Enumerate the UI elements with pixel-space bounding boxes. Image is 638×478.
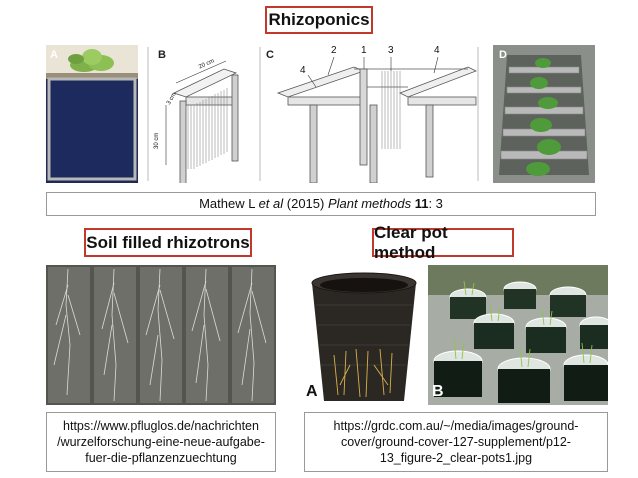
- citation-page: : 3: [428, 196, 443, 211]
- part-number-2: 2: [331, 45, 337, 56]
- citation-text: Mathew L et al (2015) Plant methods 11: …: [199, 196, 443, 212]
- diagram-b-art: [147, 47, 239, 183]
- citation-box: Mathew L et al (2015) Plant methods 11: …: [46, 192, 596, 216]
- title-box: Rhizoponics: [265, 6, 373, 34]
- soil-source-line-2: /wurzelforschung-eine-neue-aufgabe-: [57, 435, 265, 449]
- rhizoponics-photo-a-art: [46, 45, 138, 181]
- clear-pot-source-box: https://grdc.com.au/~/media/images/groun…: [304, 412, 608, 472]
- panel-label-c: C: [266, 49, 274, 61]
- citation-volume: 11: [411, 196, 429, 211]
- part-number-4-left: 4: [300, 65, 306, 76]
- panel-label-d: D: [499, 49, 507, 61]
- rhizoponics-photo-d: D: [493, 45, 595, 183]
- clear-pot-source-line-1: https://grdc.com.au/~/media/images/groun…: [333, 419, 579, 433]
- clear-pot-source-url[interactable]: https://grdc.com.au/~/media/images/groun…: [334, 418, 579, 466]
- part-number-1: 1: [361, 45, 367, 56]
- citation-journal: Plant methods: [327, 196, 412, 211]
- panel-label-a: A: [50, 49, 58, 61]
- soil-rhizotrons-title: Soil filled rhizotrons: [86, 232, 250, 252]
- part-number-4-right: 4: [434, 45, 440, 56]
- page-title: Rhizoponics: [268, 10, 370, 29]
- part-number-3: 3: [388, 45, 394, 56]
- diagram-c-art: [259, 47, 479, 183]
- soil-source-url[interactable]: https://www.pfluglos.de/nachrichten /wur…: [57, 418, 265, 466]
- clear-pot-photo-a-art: [311, 272, 417, 401]
- soil-rhizotrons-title-box: Soil filled rhizotrons: [84, 228, 252, 257]
- clear-pot-photo-b: B: [428, 265, 608, 405]
- clear-pot-photo-a: A: [304, 265, 424, 405]
- soil-rhizotrons-photo-art: [46, 265, 276, 405]
- clear-pot-title-box: Clear pot method: [372, 223, 514, 262]
- clear-pot-source-line-3: 13_figure-2_clear-pots1.jpg: [379, 451, 533, 465]
- soil-rhizotrons-photo: [46, 265, 276, 405]
- soil-source-line-1: https://www.pfluglos.de/nachrichten: [63, 419, 259, 433]
- citation-year: (2015): [283, 196, 328, 211]
- clear-pot-source-line-2: cover/ground-cover-127-supplement/p12-: [340, 435, 571, 449]
- dimension-height: 30 cm: [154, 132, 160, 149]
- rhizoponics-diagram-b: B 20 cm 3 cm 30 cm: [146, 45, 250, 183]
- clear-pot-label-a: A: [306, 383, 318, 400]
- clear-pot-photo-b-art: [428, 265, 608, 405]
- clear-pot-label-b: B: [432, 383, 444, 400]
- soil-source-line-3: fuer-die-pflanzenzuechtung: [85, 451, 237, 465]
- citation-etal: et al: [258, 196, 284, 211]
- panel-label-b: B: [158, 49, 166, 61]
- soil-source-box: https://www.pfluglos.de/nachrichten /wur…: [46, 412, 276, 472]
- rhizoponics-photo-d-art: [493, 45, 595, 183]
- rhizoponics-diagram-c: C 2 1 3 4 4: [258, 45, 480, 183]
- clear-pot-title: Clear pot method: [374, 222, 448, 262]
- citation-authors: Mathew L: [199, 196, 259, 211]
- rhizoponics-photo-a: A: [46, 45, 138, 183]
